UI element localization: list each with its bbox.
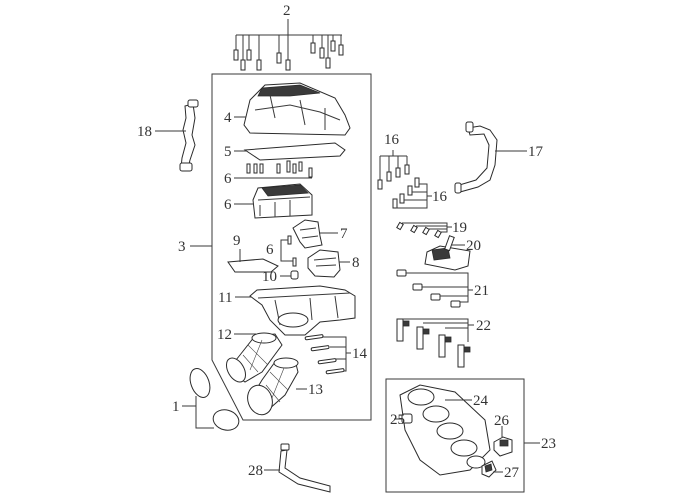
leader-6b [280,239,293,262]
callout-5: 5 [224,144,232,160]
callout-28: 28 [248,463,263,479]
part-gasket-5 [243,142,346,161]
callout-23: 23 [541,436,556,452]
leader-16-lower [396,183,432,209]
callout-25: 25 [390,412,405,428]
callout-3: 3 [178,239,186,255]
part-screws-19 [396,221,442,239]
leader-16-upper [379,150,408,180]
part-connectors-21 [396,269,461,308]
part-grommet-11 [290,270,299,280]
callout-8: 7 [340,226,348,242]
assembly-frame-3 [211,73,372,421]
callout-1: 1 [172,399,180,415]
leader-22 [403,318,474,342]
part-tie-strips-15 [304,334,345,375]
leader-19 [402,222,452,233]
callout-21: 21 [474,283,489,299]
bolts-2 [233,35,344,71]
part-fuel-rail-20 [424,235,471,271]
callout-16-upper: 16 [384,132,400,148]
part-throttle-body-24 [399,384,491,476]
callout-6b: 6 [266,242,274,258]
part-actuator-27 [481,460,497,478]
callout-20: 20 [466,238,481,254]
part-duct-13 [226,332,283,383]
callout-13: 12 [217,327,232,343]
callout-15: 14 [352,346,368,362]
part-hose-18 [179,99,199,172]
part-bolts-16 [377,164,420,209]
callout-14: 13 [308,382,323,398]
callout-7: 6 [224,197,232,213]
part-valve-8 [292,219,323,249]
part-duct-14 [247,357,299,416]
assembly-frame-23 [385,378,525,493]
callout-10: 9 [233,233,241,249]
part-hose-28 [278,443,331,493]
part-clamps-1 [189,368,240,431]
part-upper-cover-4 [243,82,351,136]
callout-18: 18 [137,124,152,140]
callout-12: 11 [218,290,232,306]
part-screws-6 [246,160,313,178]
callout-22: 22 [476,318,491,334]
part-sensor-26 [493,436,513,457]
leader-1 [182,396,214,429]
callout-4: 4 [224,110,232,126]
callout-9: 8 [352,255,360,271]
callout-19: 19 [452,220,467,236]
part-hose-17 [454,121,498,194]
leader-21 [406,272,473,303]
part-seal-plate-10 [227,258,279,273]
callout-26: 26 [494,413,510,429]
callout-27: 27 [504,465,520,481]
part-injectors-22 [396,318,471,368]
callout-6: 6 [224,171,232,187]
callout-24: 24 [473,393,489,409]
callout-17: 17 [528,144,544,160]
leader-15 [322,336,351,372]
part-filter-7 [252,183,313,219]
part-lower-case-12 [249,285,356,336]
callout-16-lower: 16 [432,189,448,205]
callout-2: 2 [283,3,291,19]
callout-11: 10 [262,269,277,285]
part-valve-9 [307,249,341,278]
